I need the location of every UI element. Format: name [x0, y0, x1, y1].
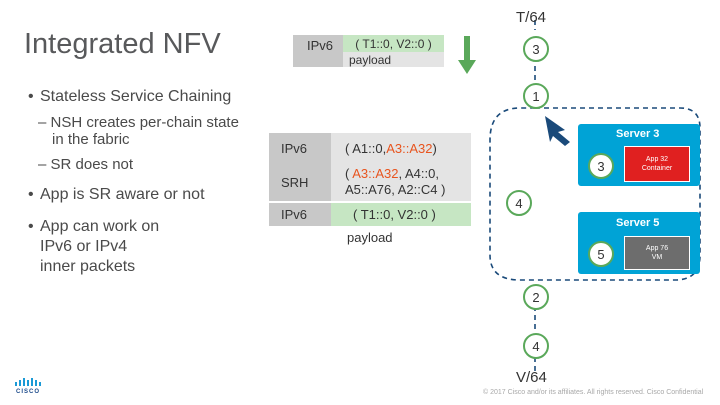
srh-line2: A5::A76, A2::C4 ): [345, 182, 446, 197]
app-76-line2: VM: [651, 254, 663, 261]
bullet-dot: •: [28, 186, 34, 203]
mid-srh-value: ( A3::A32, A4::0, A5::A76, A2::C4 ): [331, 163, 471, 201]
mid-ipv6b-value: ( T1::0, V2::0 ): [331, 203, 471, 226]
dashed-loop: [489, 107, 701, 281]
bullet-dot: •: [28, 88, 34, 105]
mid-ipv6-highlight: A3::A32: [386, 140, 433, 156]
mid-ipv6-label: IPv6: [269, 133, 331, 163]
mid-srh-label: SRH: [269, 163, 331, 201]
top-packet-payload: payload: [343, 52, 444, 67]
bullet-app-aware: • App is SR aware or not: [28, 186, 205, 204]
srh-mid: , A4::0,: [398, 166, 439, 181]
app-32-line1: App 32: [645, 156, 669, 163]
app-32-line2: Container: [641, 165, 673, 172]
bullet-stateless: • Stateless Service Chaining: [28, 88, 231, 106]
node-5: 5: [588, 241, 614, 267]
bullet-text-cont: IPv6 or IPv4: [40, 238, 128, 255]
node-4-mid: 4: [506, 190, 532, 216]
bullet-dot: •: [28, 218, 34, 235]
slide-title: Integrated NFV: [24, 28, 221, 60]
cisco-logo-text: CISCO: [16, 389, 41, 395]
server-3-label: Server 3: [616, 128, 660, 140]
dash: –: [38, 114, 47, 131]
top-packet-inner: ( T1::0, V2::0 ): [343, 35, 444, 52]
node-4-bottom: 4: [523, 333, 549, 359]
v64-label: V/64: [516, 369, 547, 386]
app-32-container: App 32 Container: [624, 146, 690, 182]
bullet-text: App can work on: [40, 218, 160, 235]
app-76-line1: App 76: [645, 245, 669, 252]
bullet-text-cont: inner packets: [40, 258, 136, 275]
sub-bullet-sr: – SR does not: [38, 156, 133, 173]
top-packet-ipv6: IPv6: [293, 35, 343, 67]
sub-bullet-text-cont: in the fabric: [52, 131, 130, 148]
server-5-label: Server 5: [616, 217, 660, 229]
mid-ipv6-prefix: ( A1::0,: [345, 140, 387, 156]
srh-highlight: A3::A32: [352, 166, 399, 181]
mid-payload: payload: [347, 229, 393, 245]
down-arrow-icon: [458, 36, 476, 74]
mid-ipv6-suffix: ): [432, 140, 437, 156]
srh-prefix: (: [345, 166, 353, 181]
node-2: 2: [523, 284, 549, 310]
copyright-text: © 2017 Cisco and/or its affiliates. All …: [483, 389, 704, 396]
mid-ipv6b-label: IPv6: [269, 203, 331, 226]
bullet-text: App is SR aware or not: [40, 186, 205, 203]
sub-bullet-text: NSH creates per-chain state: [50, 114, 239, 131]
t64-label: T/64: [516, 9, 547, 26]
dash: –: [38, 156, 47, 173]
cisco-logo-icon: [15, 378, 41, 386]
app-76-vm: App 76 VM: [624, 236, 690, 270]
sub-bullet-text: SR does not: [50, 156, 134, 173]
mid-ipv6-value: ( A1::0, A3::A32 ): [331, 133, 471, 163]
entry-arrow-icon: [545, 116, 570, 146]
node-3-server: 3: [588, 153, 614, 179]
bullet-app-work: • App can work on IPv6 or IPv4 inner pack…: [28, 217, 159, 277]
node-1: 1: [523, 83, 549, 109]
bullet-text: Stateless Service Chaining: [40, 88, 232, 105]
sub-bullet-nsh: – NSH creates per-chain state in the fab…: [38, 114, 268, 148]
node-3-top: 3: [523, 36, 549, 62]
